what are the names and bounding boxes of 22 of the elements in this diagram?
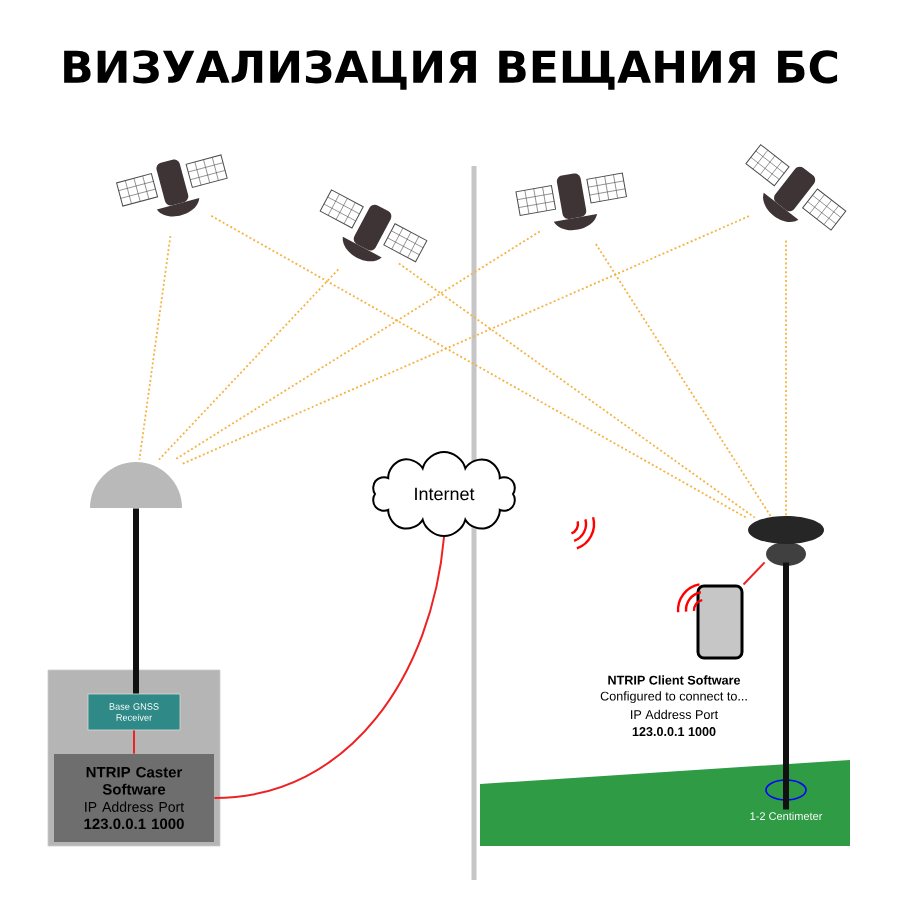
connector-line bbox=[133, 729, 135, 755]
connector-line bbox=[213, 536, 445, 799]
satellite-drawing bbox=[116, 154, 228, 217]
satellite-drawing bbox=[515, 172, 627, 231]
connector-line bbox=[210, 214, 749, 520]
rover-antenna-drawing bbox=[748, 516, 824, 566]
connector-line bbox=[158, 268, 340, 461]
title: ВИЗУАЛИЗАЦИЯ ВЕЩАНИЯ БС bbox=[64, 50, 838, 90]
connector-line bbox=[181, 215, 750, 465]
connector-line bbox=[594, 243, 773, 519]
connector-line bbox=[133, 508, 139, 694]
connector-line bbox=[742, 561, 766, 586]
connector-line bbox=[174, 230, 541, 461]
handheld-device bbox=[696, 584, 744, 660]
satellite-drawing bbox=[745, 144, 847, 231]
satellite-drawing bbox=[319, 189, 428, 263]
cloud: Internet bbox=[372, 451, 516, 537]
connector-line bbox=[138, 235, 172, 461]
antenna-dome bbox=[90, 462, 182, 508]
connector-line bbox=[785, 239, 787, 519]
connector-line bbox=[783, 562, 789, 810]
connector-line bbox=[398, 262, 756, 519]
